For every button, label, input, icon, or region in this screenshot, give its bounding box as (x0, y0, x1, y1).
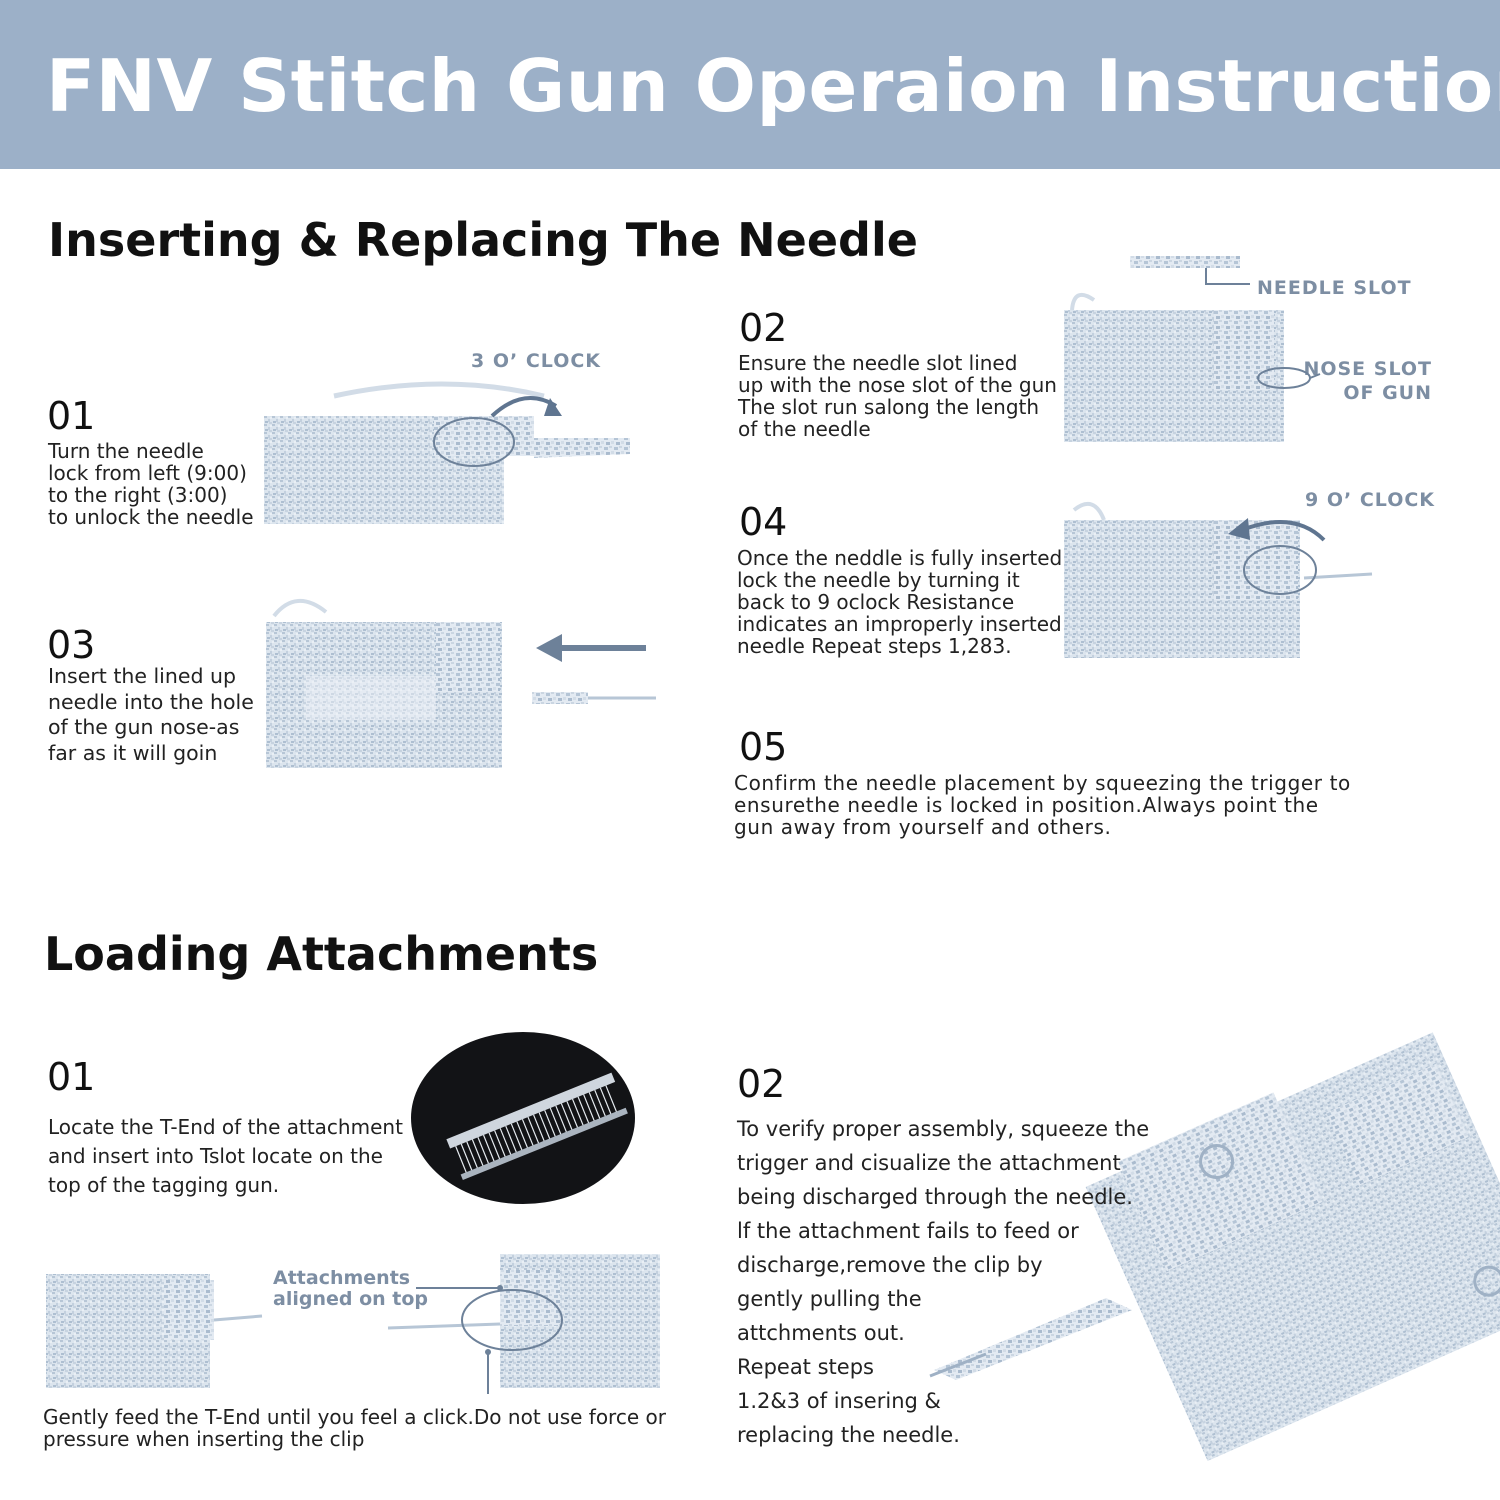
text-line: of the gun nose-as (48, 715, 240, 739)
needle-step-02-text: Ensure the needle slot lined up with the… (738, 352, 1057, 440)
text-line: attchments out. (737, 1321, 905, 1345)
attachments-aligned-callout: Attachments aligned on top (273, 1268, 428, 1310)
text-line: needle into the hole (48, 689, 254, 714)
gun-illustration-step-04 (1064, 501, 1373, 658)
text-line: Ensure the needle slot lined (738, 351, 1018, 375)
text-line: discharge,remove the clip by (737, 1253, 1043, 1277)
text-line: and insert into Tslot locate on the (48, 1144, 383, 1168)
attach-step-01-text: Locate the T-End of the attachment and i… (48, 1113, 403, 1200)
text-line: 1.2&3 of insering & (737, 1389, 941, 1413)
text-line: trigger and cisualize the attachment (737, 1151, 1121, 1175)
attach-step-01-footer: Gently feed the T-End until you feel a c… (43, 1406, 666, 1450)
text-line: up with the nose slot of the gun (738, 373, 1057, 397)
text-line: indicates an improperly inserted (737, 612, 1062, 636)
text-line: lock the needle by turning it (737, 568, 1020, 592)
text-line: gun away from yourself and others. (734, 815, 1112, 839)
text-line: needle Repeat steps 1,283. (737, 634, 1012, 658)
gun-illustration-step-01 (264, 381, 630, 524)
text-line: ensurethe needle is locked in position.A… (734, 793, 1319, 817)
text-line: aligned on top (273, 1288, 429, 1310)
attachment-clip-photo (411, 1032, 635, 1204)
page-title: FNV Stitch Gun Operaion Instruction (46, 44, 1500, 128)
gun-illustration-step-02 (1064, 256, 1321, 442)
text-line: back to 9 oclock Resistance (737, 590, 1015, 614)
text-line: pressure when inserting the clip (43, 1427, 365, 1451)
text-line: The slot run salong the length (738, 395, 1040, 419)
text-line: Insert the lined up (48, 664, 237, 688)
text-line: gently pulling the (737, 1287, 922, 1311)
gun-illustration-attach-01 (46, 1254, 660, 1394)
text-line: Confirm the needle placement by squeezin… (734, 771, 1351, 795)
attach-step-01-number: 01 (47, 1055, 96, 1099)
nine-oclock-callout: 9 O’ CLOCK (1305, 489, 1436, 511)
needle-step-03-text: Insert the lined up needle into the hole… (48, 664, 254, 766)
needle-section-title: Inserting & Replacing The Needle (48, 213, 918, 267)
needle-slot-callout: NEEDLE SLOT (1257, 277, 1412, 299)
text-line: To verify proper assembly, squeeze the (737, 1117, 1150, 1141)
text-line: OF GUN (1343, 382, 1432, 404)
text-line: being discharged through the needle. (737, 1185, 1133, 1209)
attach-step-02-number: 02 (737, 1062, 786, 1106)
needle-step-04-text: Once the neddle is fully inserted lock t… (737, 547, 1062, 657)
attach-section-title: Loading Attachments (44, 927, 599, 981)
text-line: Gently feed the T-End until you feel a c… (43, 1405, 666, 1429)
text-line: lock from left (9:00) (48, 461, 247, 485)
text-line: to the right (3:00) (48, 483, 228, 507)
text-line: NOSE SLOT (1303, 358, 1432, 380)
text-line: Repeat steps (737, 1355, 874, 1379)
text-line: Once the neddle is fully inserted (737, 546, 1063, 570)
text-line: far as it will goin (48, 740, 218, 765)
gun-illustration-step-03 (266, 598, 656, 768)
text-line: Turn the needle (48, 439, 204, 463)
text-line: replacing the needle. (737, 1423, 960, 1447)
needle-step-01-text: Turn the needle lock from left (9:00) to… (48, 440, 254, 528)
text-line: Locate the T-End of the attachment (48, 1115, 403, 1139)
nose-slot-callout: NOSE SLOT OF GUN (1302, 357, 1432, 405)
needle-step-04-number: 04 (739, 500, 788, 544)
three-oclock-callout: 3 O’ CLOCK (471, 350, 602, 372)
needle-step-05-text: Confirm the needle placement by squeezin… (734, 772, 1351, 838)
attach-step-02-text: To verify proper assembly, squeeze the t… (737, 1112, 1149, 1452)
text-line: top of the tagging gun. (48, 1173, 280, 1197)
text-line: lf the attachment fails to feed or (737, 1219, 1079, 1243)
text-line: of the needle (738, 417, 871, 441)
text-line: to unlock the needle (48, 505, 254, 529)
needle-step-02-number: 02 (739, 306, 788, 350)
needle-step-01-number: 01 (47, 394, 96, 438)
header-banner: FNV Stitch Gun Operaion Instruction (0, 0, 1500, 169)
needle-step-03-number: 03 (47, 623, 96, 667)
text-line: Attachments (273, 1267, 411, 1289)
needle-step-05-number: 05 (739, 725, 788, 769)
gun-illustration-attach-02 (929, 1032, 1500, 1462)
